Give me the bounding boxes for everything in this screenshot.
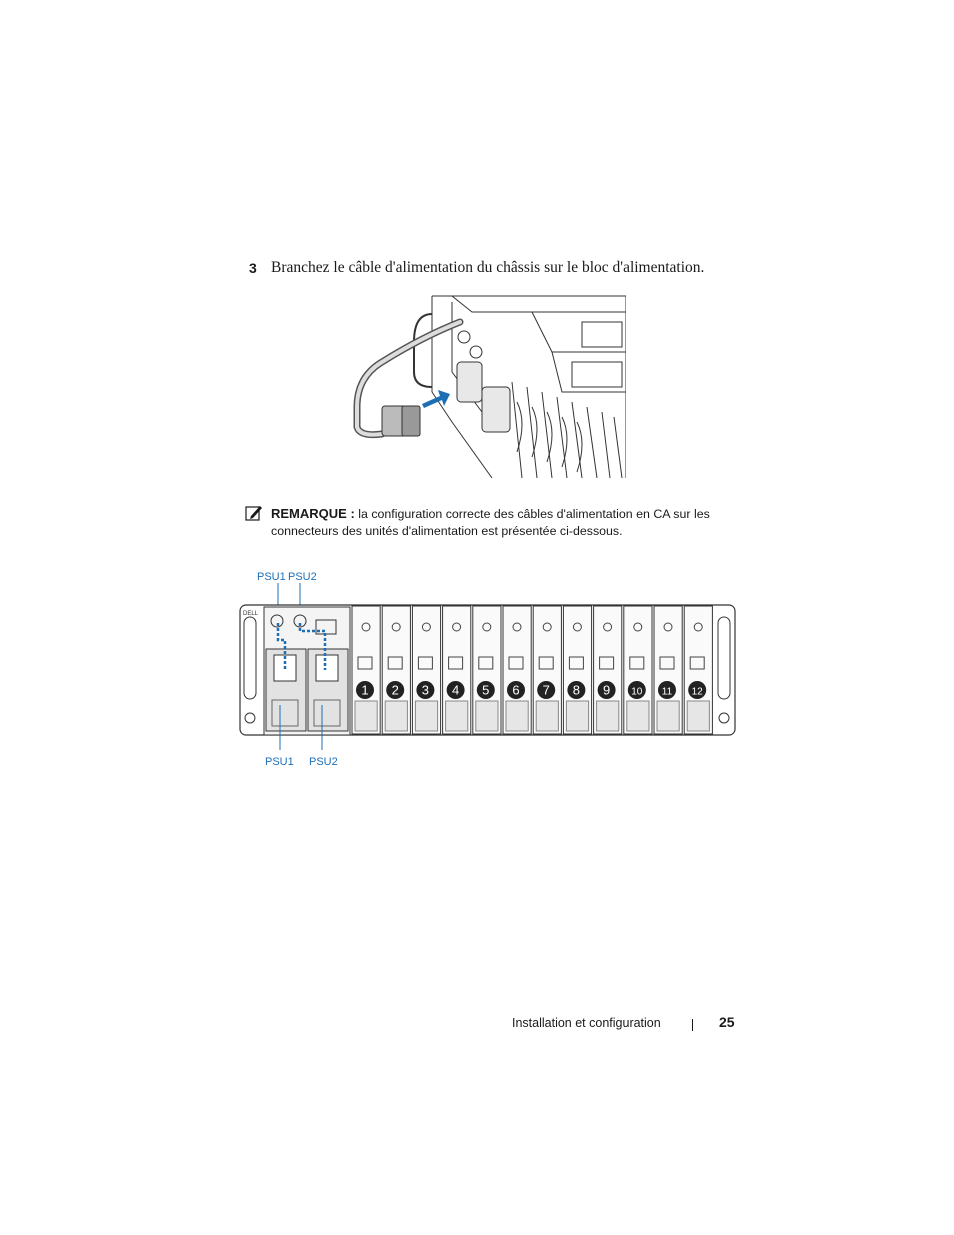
note-block: REMARQUE : la configuration correcte des… [271,505,741,540]
footer-separator [692,1019,693,1031]
slot-badge-2 [386,681,405,699]
node-sled-4: 4 [442,605,472,735]
slot-badge-8 [567,681,586,699]
psu1-bottom-label: PSU1 [265,756,294,768]
slot-badge-1 [356,681,374,699]
slot-number-12: 12 [692,687,704,698]
node-sled-6: 6 [502,605,532,735]
slot-number-11: 11 [662,687,673,698]
slot-badge-7 [537,681,556,699]
slot-number-7: 7 [543,683,550,698]
slot-number-5: 5 [482,683,489,698]
slot-badge-4 [446,681,465,699]
slot-number-8: 8 [573,683,580,698]
node-sled-1: 1 [351,605,381,735]
slot-number-10: 10 [631,687,643,698]
brand-logo: DELL [243,611,259,617]
note-text: la configuration correcte des câbles d'a… [271,507,710,538]
node-sled-10: 10 [623,605,653,735]
slot-number-4: 4 [452,683,459,698]
node-sled-12: 12 [683,605,713,735]
slot-badge-12 [688,681,707,699]
slot-badge-5 [476,681,495,699]
slot-number-6: 6 [512,683,519,698]
node-sled-3: 3 [411,605,442,735]
page-number: 25 [719,1014,735,1030]
step-text: Branchez le câble d'alimentation du châs… [271,259,705,276]
step-number: 3 [249,260,257,276]
slot-badge-6 [507,681,525,699]
note-label: REMARQUE : [271,506,355,521]
slot-badge-3 [416,681,435,699]
slot-badge-10 [627,681,646,699]
power-cable-illustration [353,295,626,478]
slot-badge-11 [658,681,676,699]
slot-number-1: 1 [361,683,368,698]
slot-number-3: 3 [422,683,429,698]
psu2-top-label: PSU2 [288,571,317,583]
node-sled-2: 2 [381,605,411,735]
node-sled-9: 9 [593,605,623,735]
psu2-bottom-label: PSU2 [309,756,338,768]
node-sled-8: 8 [562,605,593,735]
psu1-top-label: PSU1 [257,571,286,583]
node-sled-5: 5 [472,605,502,735]
node-sled-11: 11 [653,605,683,735]
slot-number-9: 9 [603,683,610,698]
slot-badge-9 [597,681,616,699]
pencil-note-icon [245,506,262,521]
node-sled-7: 7 [532,605,562,735]
slot-number-2: 2 [392,683,399,698]
footer-section-title: Installation et configuration [512,1016,661,1030]
